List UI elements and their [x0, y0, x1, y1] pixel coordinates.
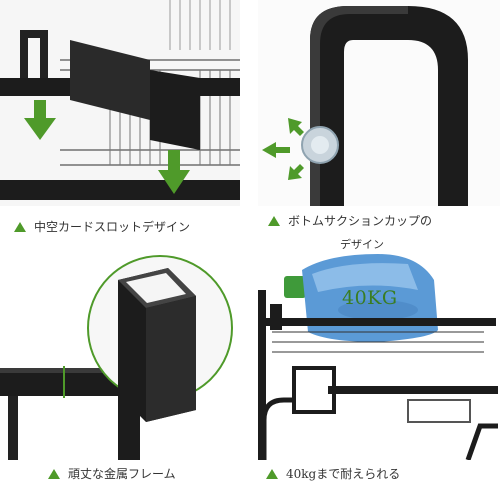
caption-card-slot: 中空カードスロットデザイン [14, 219, 190, 235]
triangle-bullet-icon [14, 222, 26, 232]
panel-suction-cup [258, 0, 500, 206]
suction-cup-illustration [258, 0, 500, 206]
caption-suction-cup-line2: デザイン [340, 238, 384, 251]
caption-metal-frame: 頑丈な金属フレーム [48, 466, 176, 482]
panel-card-slot [0, 0, 240, 206]
load-capacity-illustration [258, 250, 500, 460]
green-down-arrow-icon [24, 100, 56, 140]
panel-metal-frame [0, 250, 240, 460]
metal-frame-illustration [0, 250, 240, 460]
weight-label: 40KG [342, 287, 398, 309]
caption-text: 頑丈な金属フレーム [68, 467, 176, 481]
suction-cup-icon [301, 126, 339, 164]
green-arrow-icon [288, 164, 304, 180]
triangle-bullet-icon [48, 469, 60, 479]
caption-suction-cup: ボトムサクションカップの [268, 213, 432, 229]
triangle-bullet-icon [268, 216, 280, 226]
caption-text: ボトムサクションカップの [288, 214, 433, 228]
card-slot-illustration [0, 0, 240, 206]
green-arrow-icon [262, 142, 290, 158]
green-arrow-icon [288, 118, 304, 136]
panel-load-capacity [258, 250, 500, 460]
caption-text: 中空カードスロットデザイン [34, 220, 191, 234]
caption-text: 40kgまで耐えられる [286, 467, 401, 481]
caption-load-capacity: 40kgまで耐えられる [266, 466, 400, 482]
green-down-arrow-icon [158, 150, 190, 194]
triangle-bullet-icon [266, 469, 278, 479]
